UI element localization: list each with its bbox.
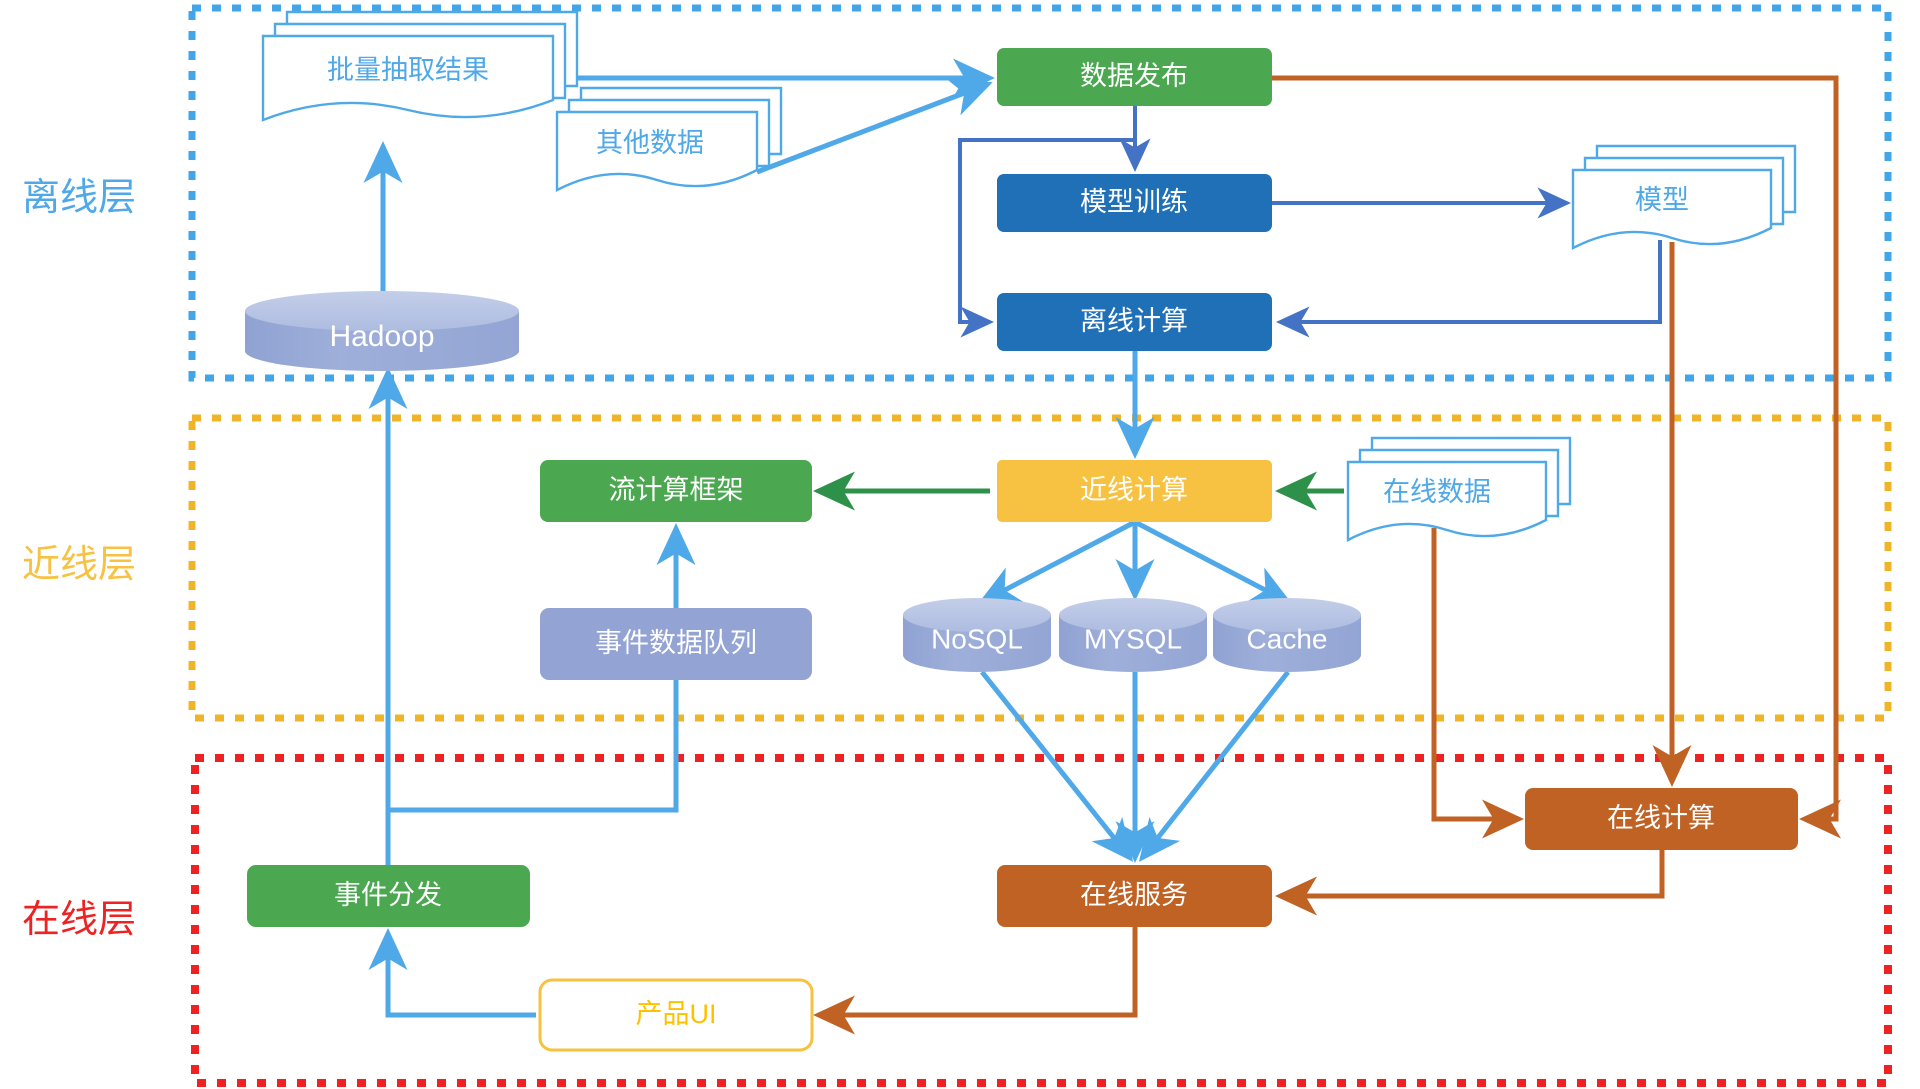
edge-model-to-offline-compute bbox=[1276, 240, 1662, 338]
node-label-other-data: 其他数据 bbox=[596, 128, 704, 158]
edge-cache-to-online-service bbox=[1138, 670, 1290, 862]
edge-online-data-to-online-compute bbox=[1431, 528, 1524, 839]
node-data-publish[interactable]: 数据发布 bbox=[997, 48, 1272, 106]
node-stream-compute-framework[interactable]: 流计算框架 bbox=[540, 460, 812, 522]
node-label-event-data-queue: 事件数据队列 bbox=[595, 628, 757, 658]
node-cache[interactable]: Cache bbox=[1213, 598, 1361, 672]
node-product-ui[interactable]: 产品UI bbox=[538, 978, 814, 1052]
node-label-hadoop: Hadoop bbox=[329, 320, 434, 353]
node-online-service[interactable]: 在线服务 bbox=[997, 865, 1272, 927]
node-event-data-queue[interactable]: 事件数据队列 bbox=[540, 608, 812, 680]
layer-title-offline: 离线层 bbox=[22, 177, 136, 219]
node-label-offline-compute: 离线计算 bbox=[1080, 306, 1188, 336]
node-label-online-data: 在线数据 bbox=[1383, 477, 1491, 507]
edge-nearline-compute-to-cache bbox=[1133, 519, 1293, 605]
node-other-data[interactable]: 其他数据 bbox=[555, 86, 783, 192]
node-hadoop[interactable]: Hadoop bbox=[245, 291, 519, 371]
edge-online-service-to-product-ui bbox=[813, 927, 1138, 1035]
edge-other-data-to-data-publish bbox=[756, 78, 993, 175]
edge-data-publish-to-online-compute bbox=[1272, 75, 1842, 839]
node-label-stream-compute-framework: 流计算框架 bbox=[609, 475, 744, 505]
node-online-compute[interactable]: 在线计算 bbox=[1525, 788, 1798, 850]
node-event-dispatch[interactable]: 事件分发 bbox=[247, 865, 530, 927]
node-label-nosql: NoSQL bbox=[931, 623, 1023, 654]
node-label-online-service: 在线服务 bbox=[1080, 880, 1188, 910]
node-label-batch-extract-result: 批量抽取结果 bbox=[327, 55, 489, 85]
node-label-model-training: 模型训练 bbox=[1080, 187, 1188, 217]
node-model[interactable]: 模型 bbox=[1571, 144, 1797, 250]
edge-nosql-to-online-service bbox=[980, 670, 1134, 862]
node-label-product-ui: 产品UI bbox=[636, 999, 717, 1029]
node-offline-compute[interactable]: 离线计算 bbox=[997, 293, 1272, 351]
edge-online-compute-to-online-service bbox=[1275, 850, 1665, 916]
node-label-event-dispatch: 事件分发 bbox=[334, 880, 442, 910]
node-online-data[interactable]: 在线数据 bbox=[1346, 436, 1572, 542]
layer-title-nearline: 近线层 bbox=[22, 544, 136, 586]
layer-title-online: 在线层 bbox=[22, 899, 136, 941]
edge-product-ui-to-event-dispatch bbox=[368, 928, 536, 1018]
edge-nearline-compute-to-nosql bbox=[977, 519, 1137, 605]
node-label-data-publish: 数据发布 bbox=[1080, 61, 1188, 91]
layer-online-box bbox=[191, 754, 1892, 1087]
layer-nearline-box bbox=[188, 414, 1892, 722]
node-batch-extract-result[interactable]: 批量抽取结果 bbox=[261, 10, 579, 122]
node-model-training[interactable]: 模型训练 bbox=[997, 174, 1272, 232]
edge-data-publish-to-offline-compute bbox=[958, 106, 1137, 338]
node-label-model: 模型 bbox=[1635, 185, 1689, 215]
node-label-online-compute: 在线计算 bbox=[1607, 803, 1715, 833]
edge-event-dispatch-to-event-queue bbox=[388, 680, 679, 813]
node-nearline-compute[interactable]: 近线计算 bbox=[997, 460, 1272, 522]
node-label-nearline-compute: 近线计算 bbox=[1080, 475, 1188, 505]
node-label-cache: Cache bbox=[1247, 623, 1328, 654]
node-label-mysql: MYSQL bbox=[1084, 623, 1182, 654]
node-nosql[interactable]: NoSQL bbox=[903, 598, 1051, 672]
layer-offline-box bbox=[188, 4, 1892, 382]
node-mysql[interactable]: MYSQL bbox=[1059, 598, 1207, 672]
